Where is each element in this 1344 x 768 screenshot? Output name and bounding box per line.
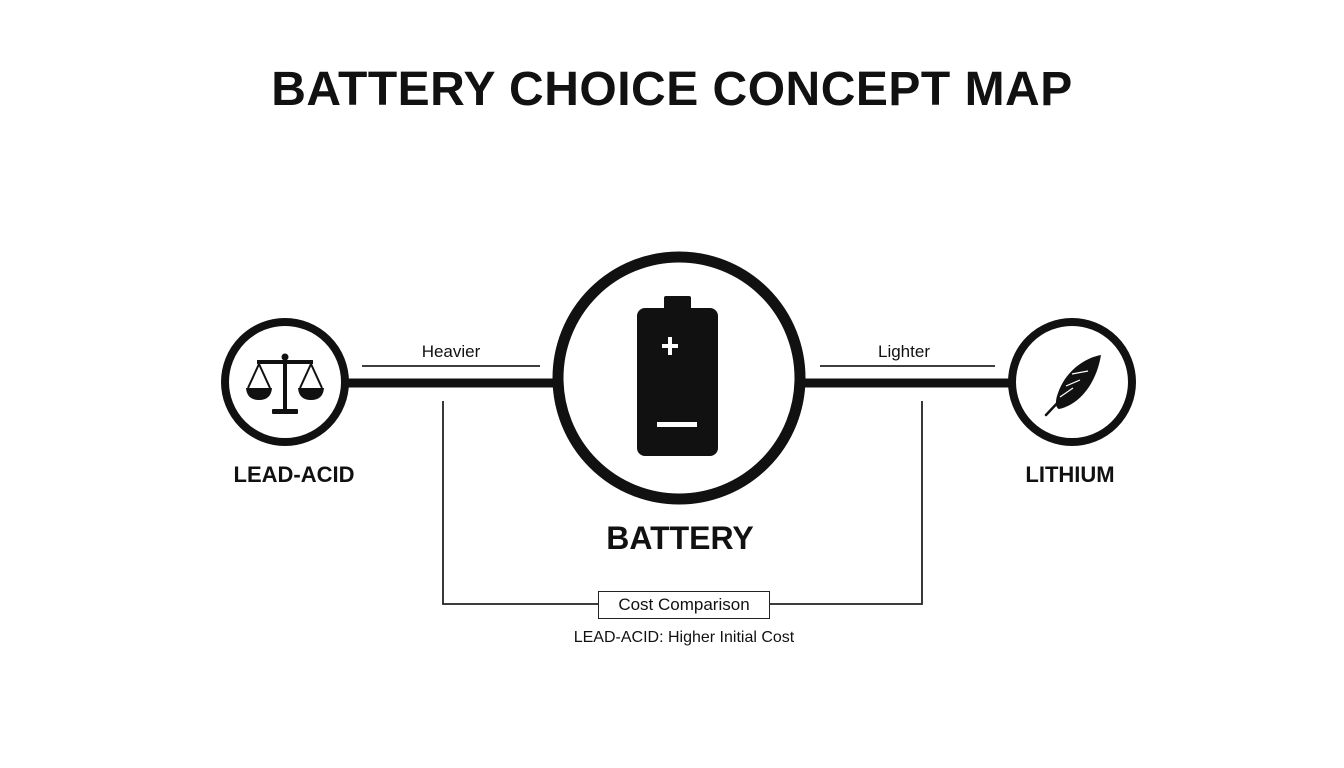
lithium-node	[1008, 318, 1136, 446]
page-title: BATTERY CHOICE CONCEPT MAP	[271, 63, 1073, 116]
battery-node	[552, 251, 806, 505]
battery-icon	[637, 296, 718, 456]
lead-acid-node	[221, 318, 349, 446]
battery-label: BATTERY	[606, 520, 754, 556]
cost-comparison-box: Cost Comparison	[598, 591, 770, 619]
lighter-label: Lighter	[878, 342, 930, 361]
feather-icon	[1044, 355, 1101, 417]
cost-note: LEAD-ACID: Higher Initial Cost	[573, 629, 795, 646]
lead-acid-label: LEAD-ACID	[233, 462, 355, 487]
lithium-label: LITHIUM	[1025, 462, 1115, 487]
balance-scale-icon	[246, 353, 324, 414]
heavier-label: Heavier	[421, 342, 481, 361]
